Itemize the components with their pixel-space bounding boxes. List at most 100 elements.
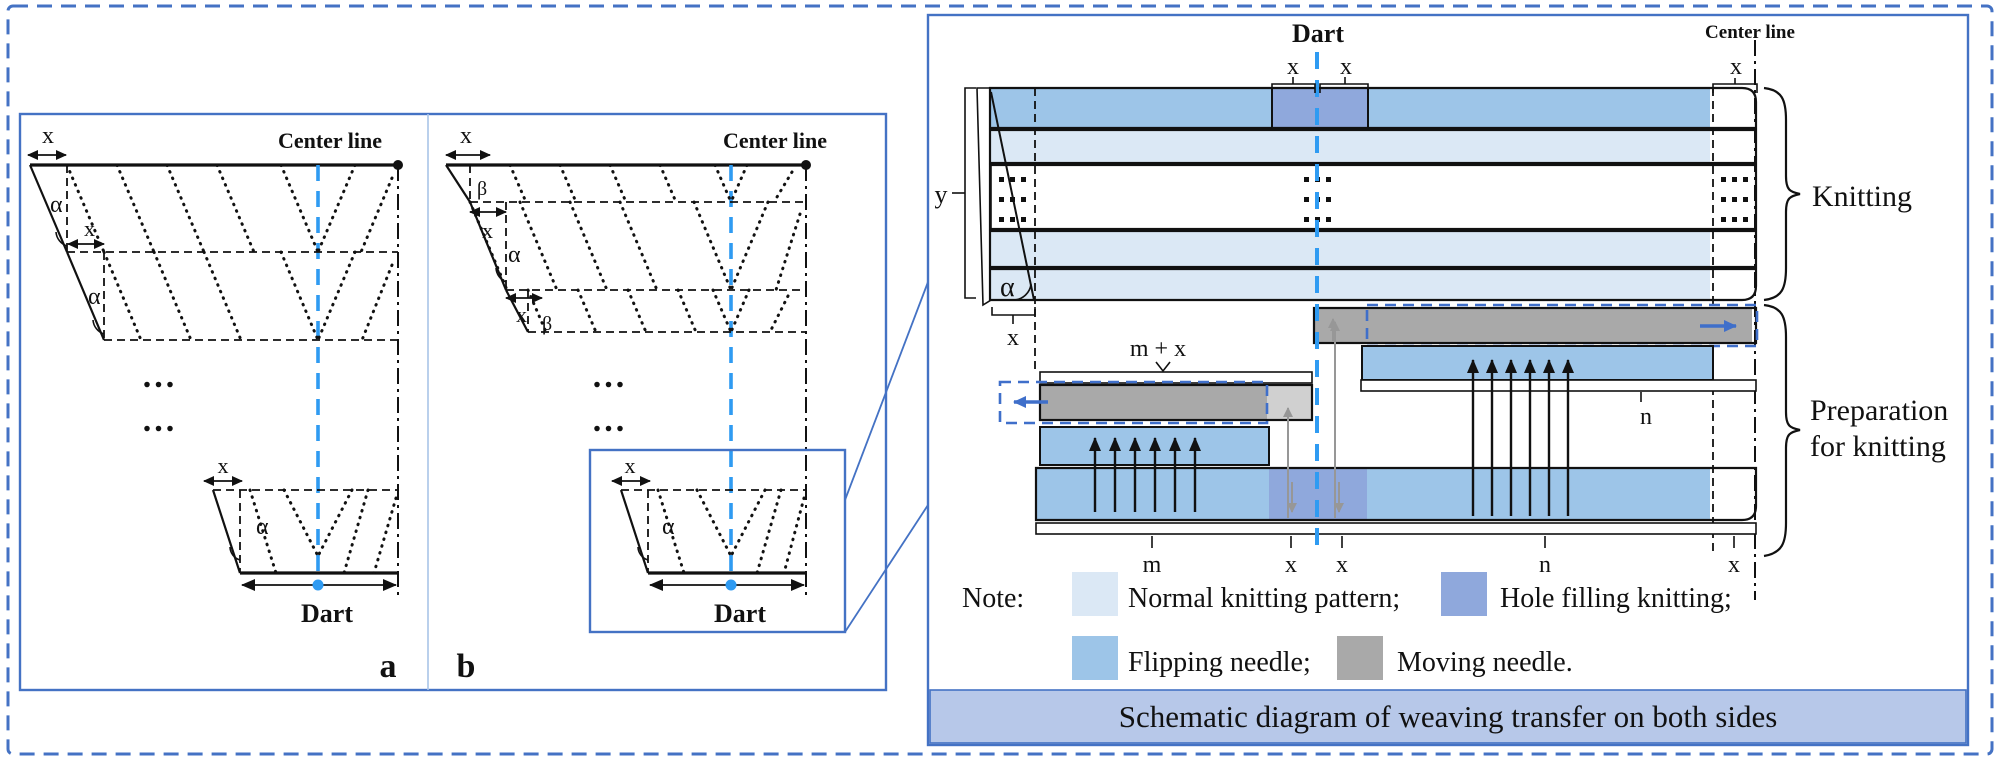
panel-b-dart-label: Dart <box>714 599 766 628</box>
schematic-diagram: y α x <box>935 19 1948 600</box>
preparation-brace <box>1763 303 1801 558</box>
zoom-connector-bottom <box>844 504 929 633</box>
schematic-x-alpha-label: x <box>1007 325 1019 351</box>
m-plus-x-tick <box>1155 361 1171 373</box>
m-plus-x-label: m + x <box>1130 336 1186 362</box>
schematic-dart-label: Dart <box>1292 19 1344 48</box>
panel-a-dart-dotted-pattern <box>248 488 398 575</box>
panel-a-x-top-label: x <box>42 123 54 149</box>
panel-b-id-label: b <box>457 648 476 685</box>
right-panel-box <box>926 13 1970 747</box>
panel-b-ellipsis-1: ... <box>593 358 628 395</box>
bottom-bar-outline <box>1034 466 1758 522</box>
legend-swatch-flipping-needle <box>1072 636 1118 680</box>
bottom-label-n: n <box>1539 552 1551 578</box>
left-moving-dashed-rect <box>998 380 1269 425</box>
panel-b-beta2-label: β <box>542 313 552 335</box>
upper-n-label: n <box>1640 404 1652 430</box>
panel-b-dart-dotted-pattern <box>656 488 806 575</box>
schematic-x-center-label: x <box>1730 54 1742 80</box>
panel-b-alphadart-arc <box>637 546 649 561</box>
schematic-x-alpha-bracket <box>991 307 1036 316</box>
panel-b-alpha-arc <box>495 267 507 283</box>
knitting-row1-hole-segment <box>1271 87 1369 129</box>
left-moving-bar-overlap <box>1267 386 1312 419</box>
panel-a-alpha1-arc <box>55 231 68 247</box>
bottom-label-ticks <box>1151 536 1735 548</box>
panel-a-ellipsis-1: ... <box>143 358 178 395</box>
left-moving-bar-fill <box>1041 386 1267 419</box>
left-needle-arrows <box>1089 437 1201 512</box>
right-flipping-bar <box>1361 345 1714 381</box>
panel-b-x-top-label: x <box>460 123 472 149</box>
left-thin-strip <box>1039 371 1313 384</box>
panel-b-xstep1-label: x <box>482 218 493 243</box>
legend-label-hole-filling: Hole filling knitting; <box>1500 583 1732 614</box>
panel-a-alphadart-arc <box>229 546 241 561</box>
panel-b-beta1-label: β <box>477 178 487 200</box>
panel-b-dart-slope <box>619 489 650 574</box>
panel-b-xstep2-label: x <box>516 302 527 327</box>
schematic-x-dart-right: x <box>1340 54 1352 80</box>
bottom-label-x2: x <box>1336 552 1348 578</box>
panel-a-xdart-label: x <box>218 453 229 478</box>
right-moving-bar-outline <box>1312 306 1758 345</box>
legend-label-flipping-needle: Flipping needle; <box>1128 647 1311 678</box>
panel-b-ellipsis-2: ... <box>593 402 628 439</box>
panel-b-dotted-pattern <box>468 163 802 334</box>
bottom-label-x3: x <box>1728 552 1740 578</box>
panel-b-alpha-label: α <box>508 242 521 268</box>
schematic-diagonal-line <box>990 91 1035 301</box>
panel-b-highlight-box <box>588 448 847 634</box>
schematic-alpha-arc <box>1013 283 1032 301</box>
knitting-section-label: Knitting <box>1812 180 1912 213</box>
panel-b-slope-beta1 <box>445 164 471 203</box>
panel-a-slope-2 <box>65 251 106 341</box>
panel-a-xstep-label: x <box>84 216 95 241</box>
knitting-row2-fill <box>990 130 1710 163</box>
right-thin-strip <box>1360 379 1757 392</box>
panel-a-alpha2-arc <box>92 319 105 335</box>
panel-a-id-label: a <box>380 648 397 685</box>
schematic-alpha-label: α <box>1000 272 1015 303</box>
legend-swatch-hole-filling <box>1441 572 1487 616</box>
bottom-bar-left-fill <box>1037 469 1269 519</box>
preparation-label-line2: for knitting <box>1810 430 1946 463</box>
right-needle-arrows <box>1467 359 1574 516</box>
panel-a-centerline-label: Center line <box>278 128 382 153</box>
knitting-row3-outline <box>988 163 1758 231</box>
legend-label-moving-needle: Moving needle. <box>1397 647 1573 678</box>
knitting-brace <box>1763 86 1801 302</box>
knitting-row2-outline <box>988 128 1758 165</box>
right-moving-bar-fill <box>1315 309 1752 342</box>
zoom-connector-top <box>844 281 929 501</box>
gray-transfer-arrows <box>1283 321 1344 518</box>
schematic-centerline-label: Center line <box>1705 22 1795 43</box>
bottom-thin-strip <box>1035 522 1757 535</box>
outer-dashed-border <box>6 4 1994 756</box>
knitting-row4-fill <box>990 231 1710 267</box>
panel-a-dart-slope <box>211 489 242 574</box>
schematic-y-label: y <box>935 180 948 209</box>
schematic-x-dart-left: x <box>1287 54 1299 80</box>
panel-a-ellipsis-2: ... <box>143 402 178 439</box>
legend-label-normal-knitting: Normal knitting pattern; <box>1128 583 1400 614</box>
bottom-label-m: m <box>1143 552 1162 578</box>
panel-a-dart-point <box>312 579 324 591</box>
legend: Note: Normal knitting pattern; Hole fill… <box>962 572 1732 680</box>
caption-text: Schematic diagram of weaving transfer on… <box>1119 699 1778 734</box>
bottom-bar-right-fill <box>1367 469 1710 519</box>
panel-b-centerline-label: Center line <box>723 128 827 153</box>
panel-b-xdart-label: x <box>625 453 636 478</box>
legend-swatch-normal-knitting <box>1072 572 1118 616</box>
panel-b-alphadart-label: α <box>662 514 675 540</box>
caption-band <box>929 689 1967 744</box>
panel-a-dotted-pattern <box>65 163 394 342</box>
dart-right-bracket <box>1319 83 1369 93</box>
panel-a-alpha2-label: α <box>88 284 101 310</box>
knitting-row5-fill <box>990 269 1710 300</box>
legend-note-label: Note: <box>962 583 1024 614</box>
preparation-label-line1: Preparation <box>1810 394 1948 427</box>
